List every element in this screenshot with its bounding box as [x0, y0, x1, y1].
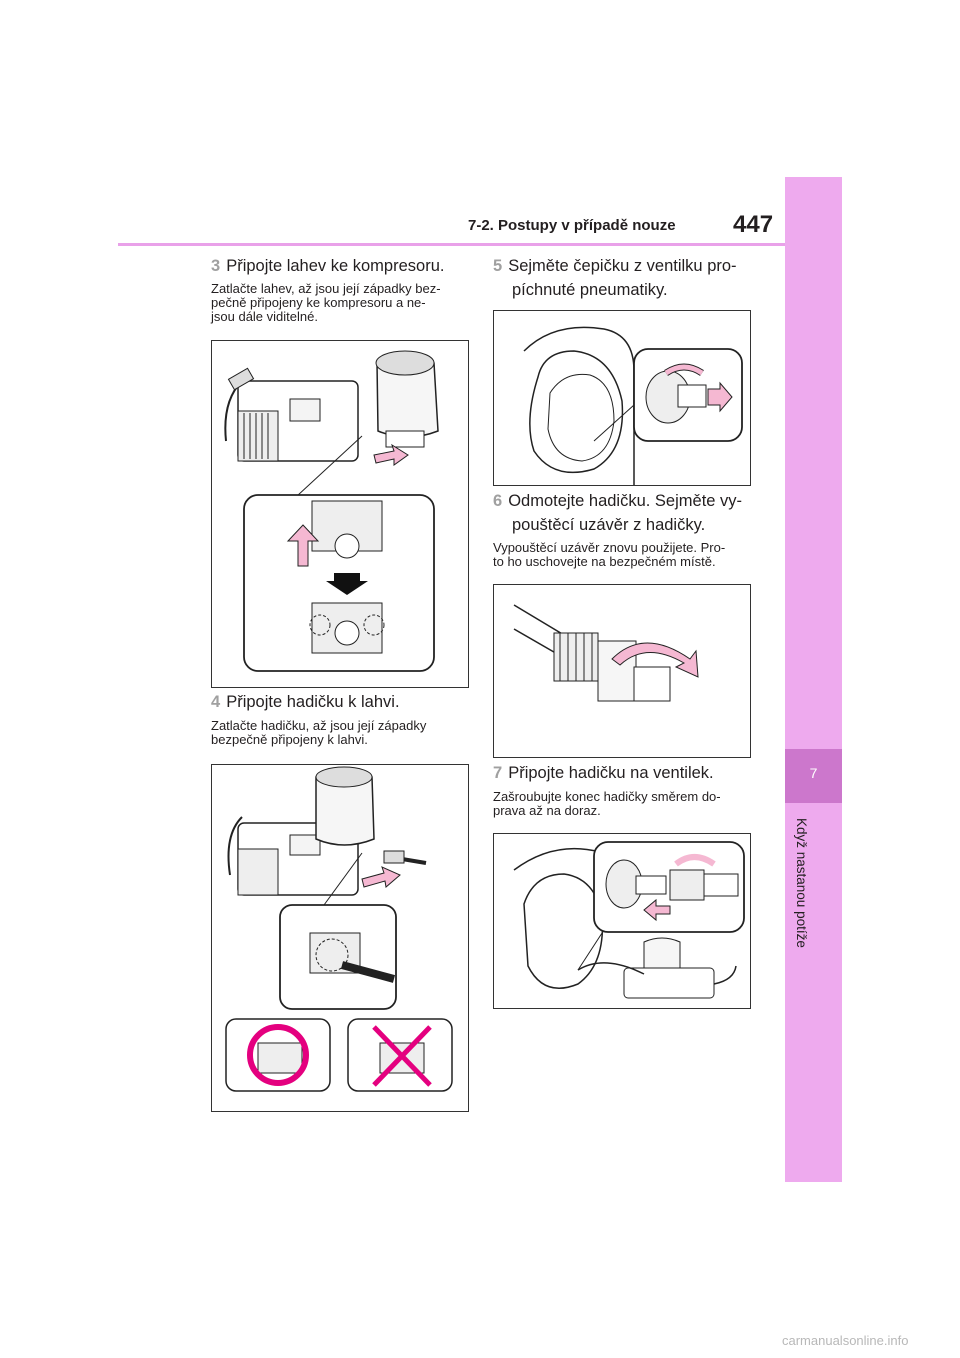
step-text: Připojte hadičku na ventilek. [508, 764, 714, 782]
step-3-title: 3 Připojte lahev ke kompresoru. [211, 254, 444, 278]
chapter-title: Když nastanou potíže [794, 818, 809, 948]
note-line: to ho uschovejte na bezpečném místě. [493, 554, 716, 569]
footer-watermark: carmanualsonline.info [782, 1333, 909, 1348]
step-7-note: Zašroubujte konec hadičky směrem do- pra… [493, 790, 721, 818]
figure-bottle-compressor [211, 340, 469, 688]
step-text: Sejměte čepičku z ventilku pro- [508, 257, 737, 275]
step-6-note: Vypouštěcí uzávěr znovu použijete. Pro- … [493, 541, 725, 569]
chapter-side-tab [785, 177, 842, 1182]
figure-hose-valve [493, 833, 751, 1009]
step-6-title: 6 Odmotejte hadičku. Sejměte vy- pouštěcí… [493, 489, 742, 537]
chapter-number: 7 [809, 765, 818, 781]
step-text: píchnuté pneumatiky. [512, 281, 668, 299]
step-text: Připojte lahev ke kompresoru. [226, 257, 445, 275]
page-number: 447 [733, 211, 774, 238]
step-number: 7 [493, 764, 503, 782]
figure-hose-bottle [211, 764, 469, 1112]
figure-valve-cap [493, 310, 751, 486]
section-title: 7-2. Postupy v případě nouze [468, 217, 676, 234]
step-3-note: Zatlačte lahev, až jsou její západky bez… [211, 282, 441, 324]
step-number: 5 [493, 257, 503, 275]
note-line: jsou dále viditelné. [211, 309, 318, 324]
note-line: Zatlačte lahev, až jsou její západky bez… [211, 281, 441, 296]
chapter-number-box [785, 749, 842, 803]
figure-release-cap [493, 584, 751, 758]
note-line: prava až na doraz. [493, 803, 601, 818]
step-number: 4 [211, 693, 221, 711]
step-7-title: 7 Připojte hadičku na ventilek. [493, 761, 714, 785]
note-line: Vypouštěcí uzávěr znovu použijete. Pro- [493, 540, 726, 555]
step-number: 6 [493, 492, 503, 510]
step-text: Připojte hadičku k lahvi. [226, 693, 400, 711]
note-line: Zatlačte hadičku, až jsou její západky [211, 718, 427, 733]
step-text: pouštěcí uzávěr z hadičky. [512, 516, 706, 534]
step-4-title: 4 Připojte hadičku k lahvi. [211, 690, 400, 714]
note-line: Zašroubujte konec hadičky směrem do- [493, 789, 721, 804]
step-5-title: 5 Sejměte čepičku z ventilku pro- píchnut… [493, 254, 737, 302]
step-number: 3 [211, 257, 221, 275]
header-rule [118, 243, 785, 246]
step-text: Odmotejte hadičku. Sejměte vy- [508, 492, 743, 510]
step-4-note: Zatlačte hadičku, až jsou její západky b… [211, 719, 426, 747]
note-line: pečně připojeny ke kompresoru a ne- [211, 295, 426, 310]
note-line: bezpečně připojeny k lahvi. [211, 732, 368, 747]
